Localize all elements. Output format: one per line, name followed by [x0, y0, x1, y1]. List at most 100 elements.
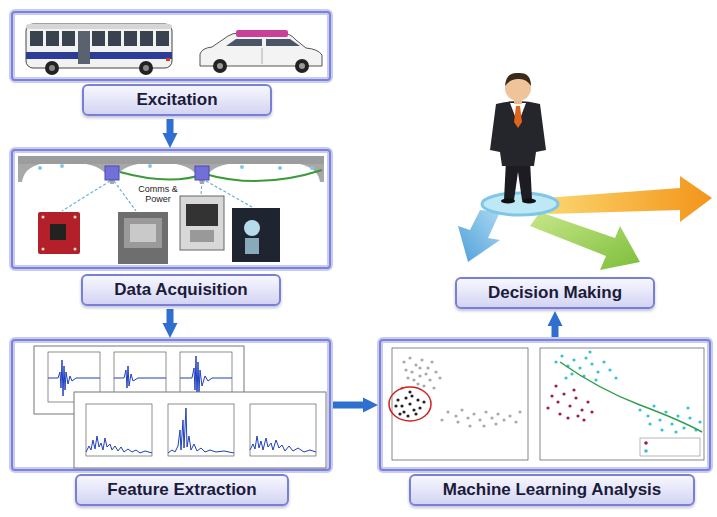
stage-label-box: Data Acquisition: [81, 274, 281, 306]
scatter-plots-part: [560, 362, 702, 432]
taxi-picture-part: [236, 30, 288, 37]
stage-label-box: Machine Learning Analysis: [409, 474, 695, 506]
decision-figure-part: [522, 199, 536, 204]
decision-figure-part: [490, 101, 546, 166]
taxi-picture-part: [226, 39, 262, 46]
stage-label: Excitation: [136, 90, 217, 110]
scatter-plots: [389, 348, 704, 460]
sensor-photos-part: [186, 204, 218, 226]
bus-picture-part: [45, 61, 59, 75]
decision-figure-part: [458, 210, 500, 262]
bridge-picture-part: [105, 166, 119, 180]
signal-plots-part: [86, 404, 316, 456]
scatter-plots-part: [389, 387, 431, 421]
decision-figure-part: [514, 106, 522, 128]
bridge-picture-part: [240, 165, 244, 169]
signal-plots-part: [114, 366, 166, 388]
sensor-photos-part: [180, 196, 224, 250]
flow-arrow: [167, 309, 174, 323]
bridge-picture-part: [310, 166, 314, 170]
sensor-photos-part: [42, 248, 45, 251]
panel-frame-part: [12, 12, 330, 80]
sensor-photos-part: [74, 216, 77, 219]
bus-picture-part: [30, 31, 169, 46]
bus-picture-part: [26, 24, 172, 68]
bus-picture-part: [156, 31, 169, 46]
sensor-photos-part: [42, 216, 45, 219]
bridge-picture-part: [120, 170, 322, 181]
sensor-photos-part: [74, 248, 77, 251]
stage-node: Machine Learning Analysis: [380, 340, 710, 506]
sensor-photos-part: [38, 212, 80, 254]
bus-picture-part: [30, 31, 43, 46]
sensor-photos-part: [130, 224, 156, 242]
bridge-picture-part: [201, 181, 202, 195]
taxi-picture-part: [217, 63, 223, 69]
stage-node: Decision Making: [455, 277, 655, 309]
decision-figure-part: [545, 176, 712, 222]
sensor-photos-part: [124, 218, 162, 248]
panel-frame-part: [380, 340, 710, 470]
taxi-picture-part: [213, 59, 227, 73]
sensor-photos-part: [42, 216, 77, 251]
scatter-plots-part: [644, 449, 648, 453]
panel-glow-part: [12, 150, 330, 268]
decision-figure: [458, 73, 712, 270]
bus-picture-part: [108, 31, 121, 46]
stage-label: Decision Making: [488, 283, 622, 303]
stage-node: Data Acquisition: [12, 150, 330, 306]
signal-plots-part: [250, 404, 316, 456]
decision-figure-part: [530, 212, 640, 270]
sensor-photos-part: [245, 238, 259, 254]
taxi-picture-part: [295, 59, 309, 73]
sensor-photos-part: [190, 230, 214, 242]
signal-plots-part: [86, 408, 316, 453]
bridge-picture-part: [148, 164, 152, 168]
bus-picture-part: [139, 61, 153, 75]
stage-label: Data Acquisition: [114, 280, 248, 300]
stage-label-box: Excitation: [82, 84, 272, 116]
sensor-photos: [38, 196, 280, 264]
panel-glow: [12, 12, 710, 470]
sensor-photos-part: [244, 220, 260, 236]
signal-plots-part: [168, 404, 234, 456]
bus-picture-part: [143, 65, 149, 71]
bus-picture-part: [26, 24, 172, 29]
bus-picture-part: [62, 31, 75, 46]
stage-node: Excitation: [12, 12, 330, 116]
decision-figure-part: [505, 73, 531, 86]
stage-label-box: Decision Making: [455, 277, 655, 309]
scatter-plots-part: [392, 348, 528, 460]
signal-plots-part: [250, 436, 316, 452]
bridge-picture-part: [114, 181, 136, 211]
stage-label: Machine Learning Analysis: [443, 480, 662, 500]
scatter-plots-part: [402, 358, 520, 426]
stage-label: Feature Extraction: [107, 480, 256, 500]
bridge-picture: [18, 156, 324, 211]
flow-arrow: [167, 119, 174, 133]
taxi-picture-part: [262, 48, 263, 64]
signal-plots-part: [86, 404, 152, 456]
scatter-plots-part: [540, 348, 704, 460]
bus-picture-part: [166, 58, 170, 61]
flow-arrow: [552, 326, 559, 337]
taxi-picture-part: [266, 39, 300, 46]
scatter-plots-part: [644, 441, 648, 445]
bridge-picture-part: [60, 164, 64, 168]
decision-figure-part: [482, 193, 558, 215]
bridge-picture-part: [278, 166, 282, 170]
sensor-photos-part: [50, 224, 66, 240]
bus-picture-part: [46, 31, 59, 46]
taxi-picture: [200, 30, 322, 73]
signal-plots-part: [74, 392, 326, 468]
signal-plots-part: [48, 360, 100, 396]
panel-glow-part: [12, 340, 330, 470]
bridge-picture-part: [195, 166, 209, 180]
signal-plots-part: [86, 436, 152, 453]
taxi-picture-part: [299, 63, 305, 69]
bridge-picture-part: [18, 156, 324, 164]
scatter-plots-part: [640, 438, 700, 456]
